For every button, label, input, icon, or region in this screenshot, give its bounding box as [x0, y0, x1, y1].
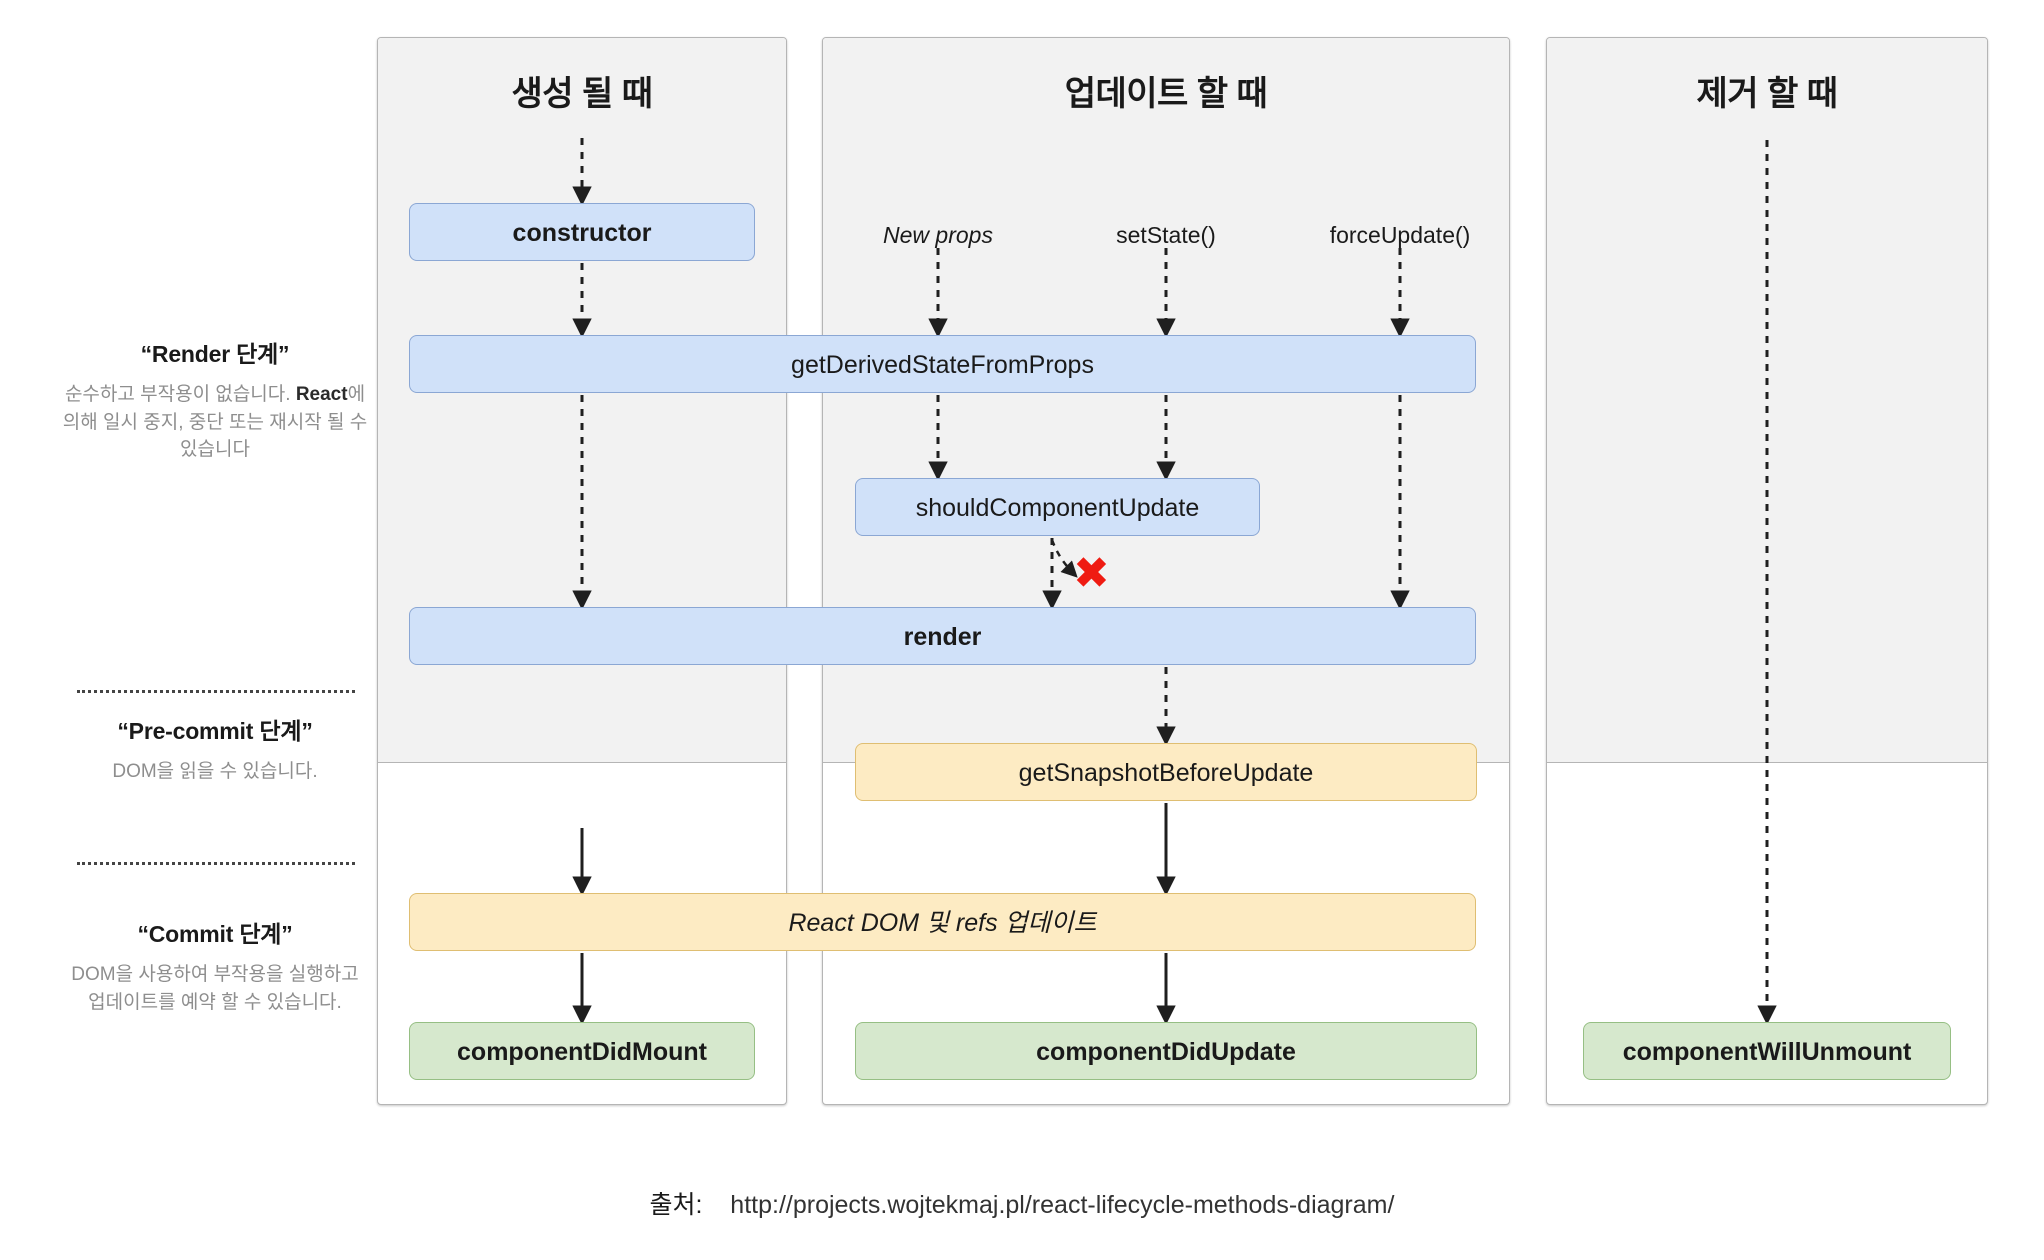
panel-title-updating: 업데이트 할 때 [1064, 75, 1268, 113]
lifecycle-box-component-did-mount[interactable]: componentDidMount [409, 1022, 755, 1080]
lifecycle-box-component-did-update[interactable]: componentDidUpdate [855, 1022, 1477, 1080]
source-url: http://projects.wojtekmaj.pl/react-lifec… [730, 1191, 1395, 1219]
panel-unmounting: 제거 할 때 [1546, 37, 1988, 1105]
legend-desc-pre-commit: DOM을 읽을 수 있습니다. [112, 761, 318, 782]
lifecycle-box-get-derived-state-from-props[interactable]: getDerivedStateFromProps [409, 335, 1476, 393]
source-label: 출처: [649, 1191, 703, 1219]
legend-title-render: “Render 단계” [140, 341, 290, 367]
legend-divider-bottom [77, 862, 355, 865]
legend-block-pre-commit: “Pre-commit 단계” DOM을 읽을 수 있습니다. [60, 712, 370, 786]
trigger-force-update: forceUpdate() [1329, 222, 1471, 248]
legend-desc-commit: DOM을 사용하여 부작용을 실행하고 업데이트를 예약 할 수 있습니다. [71, 964, 359, 1013]
panel-title-mounting: 생성 될 때 [511, 75, 653, 113]
lifecycle-box-react-dom-and-refs-update[interactable]: React DOM 및 refs 업데이트 [409, 893, 1476, 951]
legend-divider-top [77, 690, 355, 693]
panel-unmounting-render-region [1547, 38, 1987, 763]
lifecycle-box-constructor[interactable]: constructor [409, 203, 755, 261]
lifecycle-box-should-component-update[interactable]: shouldComponentUpdate [855, 478, 1260, 536]
lifecycle-box-render[interactable]: render [409, 607, 1476, 665]
legend-desc-render: 순수하고 부작용이 없습니다. React에 의해 일시 중지, 중단 또는 재… [62, 384, 368, 461]
legend-title-pre-commit: “Pre-commit 단계” [117, 718, 313, 744]
trigger-new-props: New props [883, 222, 993, 248]
lifecycle-box-component-will-unmount[interactable]: componentWillUnmount [1583, 1022, 1951, 1080]
source-footer: 출처: http://projects.wojtekmaj.pl/react-l… [0, 1185, 2044, 1221]
abort-x-icon: ✖ [1073, 549, 1110, 598]
trigger-set-state: setState() [1116, 222, 1216, 248]
legend-block-render: “Render 단계” 순수하고 부작용이 없습니다. React에 의해 일시… [60, 335, 370, 464]
phase-legend: “Render 단계” 순수하고 부작용이 없습니다. React에 의해 일시… [60, 0, 370, 1140]
lifecycle-box-get-snapshot-before-update[interactable]: getSnapshotBeforeUpdate [855, 743, 1477, 801]
legend-block-commit: “Commit 단계” DOM을 사용하여 부작용을 실행하고 업데이트를 예약… [60, 915, 370, 1016]
legend-title-commit: “Commit 단계” [137, 921, 293, 947]
panel-title-unmounting: 제거 할 때 [1696, 75, 1838, 113]
